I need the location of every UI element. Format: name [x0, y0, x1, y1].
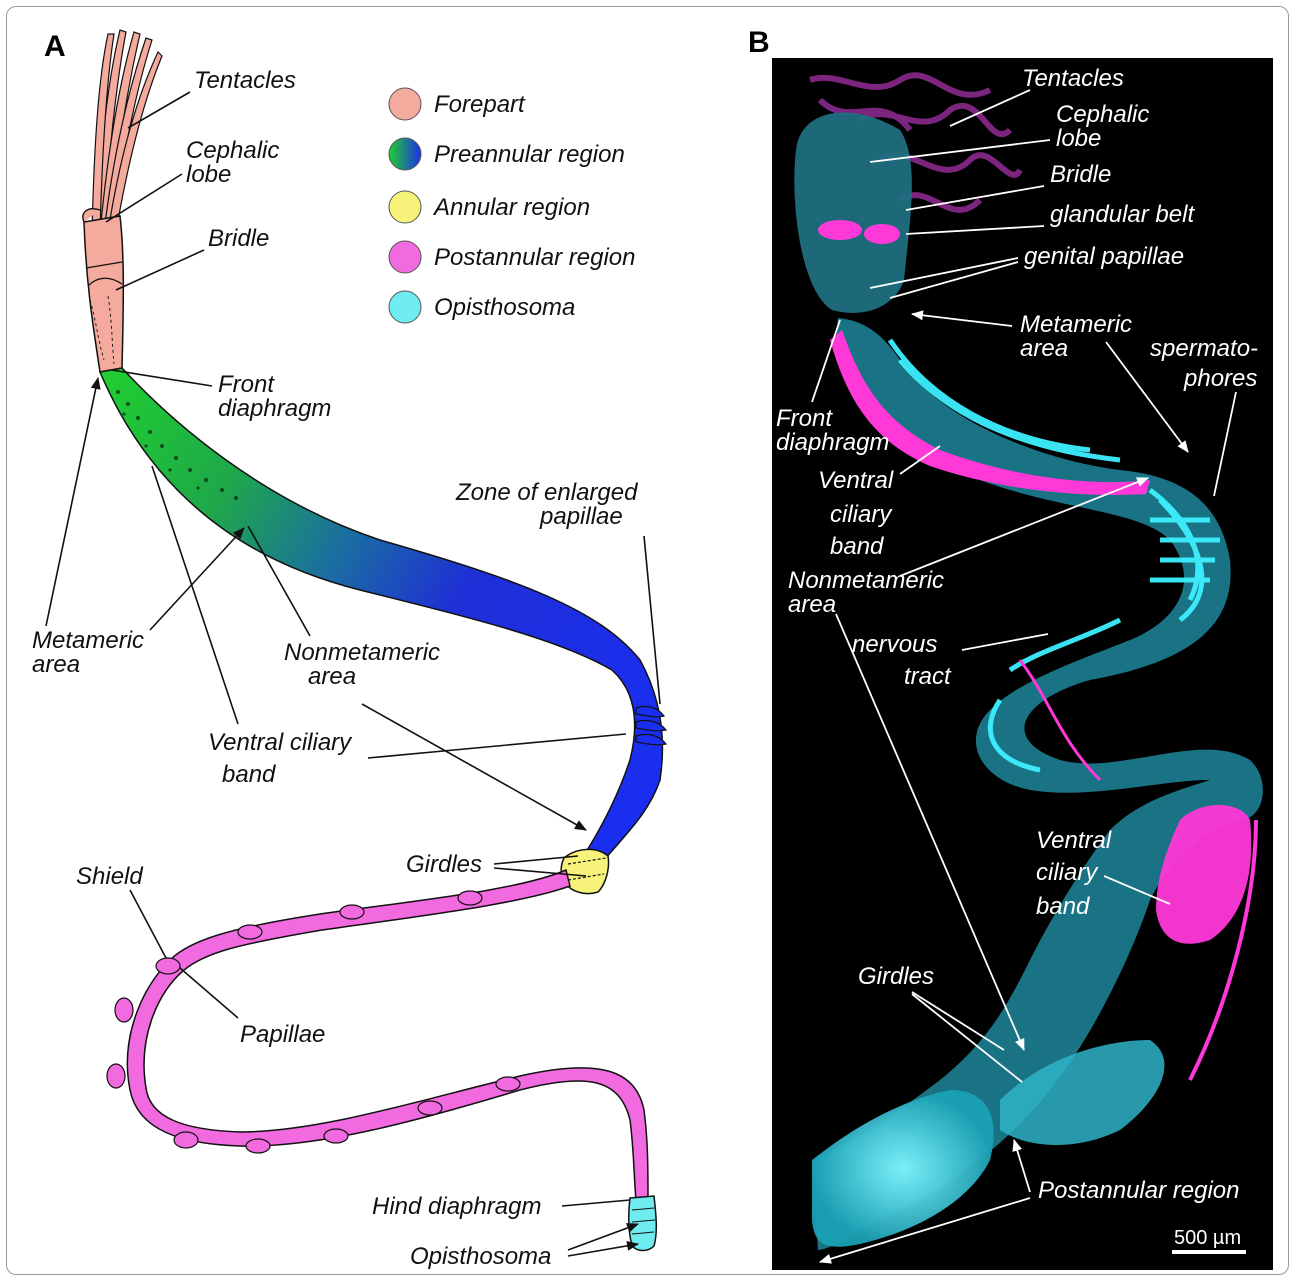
label-girdles-a: Girdles — [406, 851, 482, 878]
arrow-metameric-a-2 — [150, 528, 244, 630]
label-genital-papillae: genital papillae — [1024, 243, 1184, 270]
label-bridle-b: Bridle — [1050, 161, 1111, 188]
label-nervous-line1: nervous — [852, 631, 937, 658]
label-ventral-a-line2: band — [222, 761, 276, 788]
label-tentacles-b: Tentacles — [1022, 65, 1124, 92]
postannular-drawing — [127, 870, 648, 1200]
label-front-b-line1: Front — [776, 405, 833, 432]
label-nonmetameric-a-line2: area — [308, 663, 356, 690]
leader-shield — [130, 890, 166, 958]
legend-swatch-postannular — [389, 241, 421, 273]
label-papillae: Papillae — [240, 1021, 325, 1048]
label-opisthosoma-a: Opisthosoma — [410, 1243, 551, 1270]
legend-label-postannular: Postannular region — [434, 244, 635, 271]
arrow-metameric-a-1 — [46, 378, 98, 626]
label-girdles-b: Girdles — [858, 963, 934, 990]
label-cephalic-b-line2: lobe — [1056, 125, 1101, 152]
label-nonmetameric-b-line1: Nonmetameric — [788, 567, 944, 594]
legend-label-preannular: Preannular region — [434, 141, 625, 168]
label-ventral-a-line1: Ventral ciliary — [208, 729, 353, 756]
label-spermatophores-line1: spermato- — [1150, 335, 1258, 362]
label-glandular-belt: glandular belt — [1050, 201, 1195, 228]
forepart-drawing — [83, 209, 123, 372]
label-nonmetameric-a-line1: Nonmetameric — [284, 639, 440, 666]
label-front-b-line2: diaphragm — [776, 429, 889, 456]
leader-hind-diaphragm — [562, 1200, 630, 1206]
label-zone-papillae-line2: papillae — [539, 503, 623, 530]
leader-papillae — [180, 968, 238, 1018]
panel-b-letter: B — [748, 26, 770, 59]
preannular-drawing — [100, 368, 663, 860]
legend-swatch-annular — [389, 191, 421, 223]
label-shield: Shield — [76, 863, 143, 890]
leader-bridle-a — [116, 250, 204, 290]
label-front-diaphragm-a-line2: diaphragm — [218, 395, 331, 422]
label-ventral-top-line3: band — [830, 533, 884, 560]
label-metameric-b-line2: area — [1020, 335, 1068, 362]
legend-swatch-forepart — [389, 88, 421, 120]
label-nervous-line2: tract — [904, 663, 952, 690]
label-metameric-b-line1: Metameric — [1020, 311, 1132, 338]
zone-of-enlarged-papillae-drawing — [636, 706, 666, 744]
label-metameric-a-line2: area — [32, 651, 80, 678]
label-hind-diaphragm: Hind diaphragm — [372, 1193, 541, 1220]
panel-a-letter: A — [44, 30, 66, 63]
leader-ventral-a-2 — [368, 734, 626, 758]
label-cephalic-lobe-a-line1: Cephalic — [186, 137, 279, 164]
label-bridle-a: Bridle — [208, 225, 269, 252]
label-ventral-bot-line1: Ventral — [1036, 827, 1112, 854]
opisthosoma-drawing — [629, 1196, 657, 1251]
label-spermatophores-line2: phores — [1183, 365, 1257, 392]
label-ventral-bot-line2: ciliary — [1036, 859, 1099, 886]
label-ventral-bot-line3: band — [1036, 893, 1090, 920]
label-tentacles-a: Tentacles — [194, 67, 296, 94]
legend-swatch-preannular — [389, 138, 421, 170]
label-postannular-b: Postannular region — [1038, 1177, 1239, 1204]
legend-label-forepart: Forepart — [434, 91, 526, 118]
label-front-diaphragm-a-line1: Front — [218, 371, 275, 398]
tentacles-drawing — [92, 30, 162, 232]
label-cephalic-b-line1: Cephalic — [1056, 101, 1149, 128]
label-metameric-a-line1: Metameric — [32, 627, 144, 654]
scale-bar — [1172, 1250, 1246, 1254]
legend: Forepart Preannular region Annular regio… — [389, 88, 635, 323]
label-zone-papillae-line1: Zone of enlarged — [455, 479, 638, 506]
label-nonmetameric-b-line2: area — [788, 591, 836, 618]
scale-label: 500 µm — [1174, 1227, 1241, 1249]
arrow-nonmetameric-a-2 — [362, 704, 586, 830]
label-ventral-top-line1: Ventral — [818, 467, 894, 494]
legend-swatch-opisthosoma — [389, 291, 421, 323]
legend-label-opisthosoma: Opisthosoma — [434, 294, 575, 321]
label-cephalic-lobe-a-line2: lobe — [186, 161, 231, 188]
label-ventral-top-line2: ciliary — [830, 501, 893, 528]
legend-label-annular: Annular region — [432, 194, 590, 221]
